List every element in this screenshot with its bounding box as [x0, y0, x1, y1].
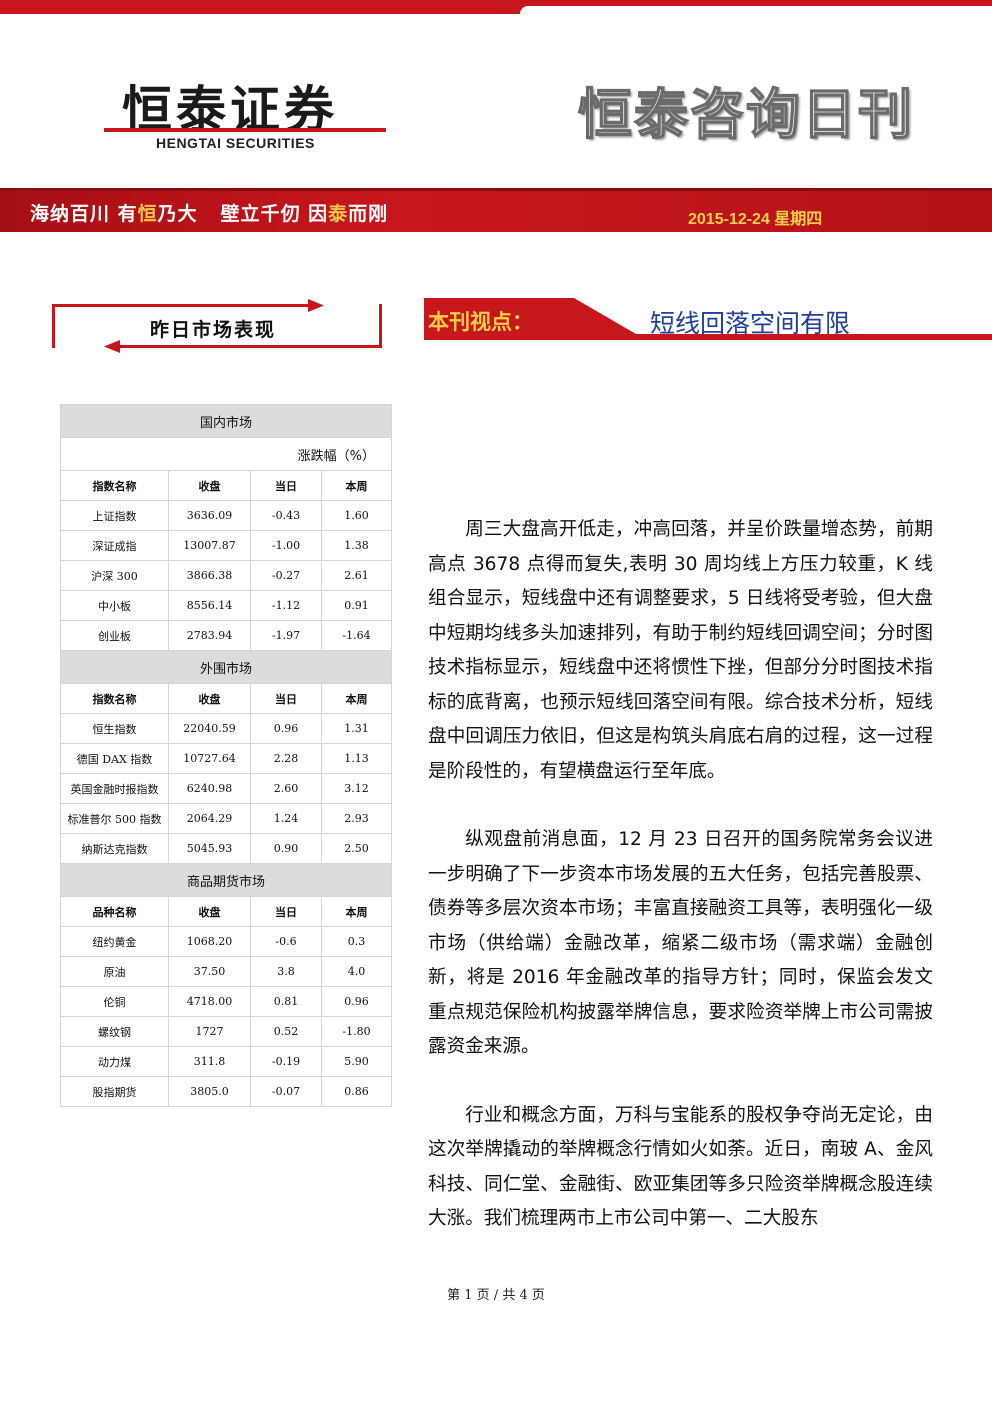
- table-header-row: 品种名称收盘当日本周: [60, 896, 393, 927]
- top-bar-cutout: [520, 6, 992, 14]
- commodity-market-title: 商品期货市场: [59, 863, 393, 897]
- slogan-banner: [0, 188, 992, 232]
- table-header-row: 指数名称收盘当日本周: [60, 683, 393, 714]
- change-unit-label: 涨跌幅（%）: [59, 437, 393, 471]
- article-title: 短线回落空间有限: [650, 309, 851, 338]
- slogan: 海纳百川 有恒乃大 壁立千仞 因泰而刚: [30, 203, 389, 225]
- domestic-market-title: 国内市场: [59, 404, 393, 438]
- page-number: 第 1 页 / 共 4 页: [447, 1288, 545, 1303]
- market-section-label: 昨日市场表现: [150, 319, 277, 341]
- arrow-left-icon: [104, 340, 120, 353]
- paragraph-sectors: 行业和概念方面，万科与宝能系的股权争夺尚无定论，由这次举牌撬动的举牌概念行情如火…: [428, 1104, 933, 1230]
- table-header-row: 指数名称收盘当日本周: [60, 470, 393, 501]
- view-section-banner: [424, 298, 992, 340]
- market-section-frame: [52, 299, 382, 353]
- article-body: 周三大盘高开低走，冲高回落，并呈价跌量增态势，前期高点 3678 点得而复失,表…: [428, 513, 933, 1237]
- issue-date: 2015-12-24 星期四: [688, 211, 823, 228]
- publication-title: 恒泰咨询日刊: [577, 82, 914, 147]
- paragraph-technical: 周三大盘高开低走，冲高回落，并呈价跌量增态势，前期高点 3678 点得而复失,表…: [428, 519, 933, 782]
- foreign-market-title: 外围市场: [59, 650, 393, 684]
- logo-underline: [104, 128, 386, 132]
- arrow-right-icon: [308, 299, 324, 312]
- view-section-label: 本刊视点：: [428, 310, 533, 334]
- company-logo-en: HENGTAI SECURITIES: [156, 135, 315, 151]
- paragraph-news: 纵观盘前消息面，12 月 23 日召开的国务院常务会议进一步明确了下一步资本市场…: [428, 829, 933, 1057]
